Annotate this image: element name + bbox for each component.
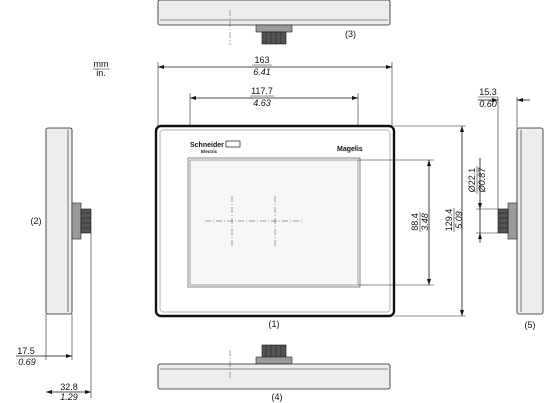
logo-main: Schneider — [190, 142, 224, 149]
front-view: Schneider Electric Magelis (1) — [154, 124, 396, 329]
label-left-view: (2) — [31, 216, 42, 226]
dim-dia-0-87: Ø0.87 — [477, 167, 487, 194]
dim-3-48: 3.48 — [420, 213, 430, 231]
right-side-view: (5) — [497, 127, 544, 330]
logo-sub: Electric — [201, 149, 218, 154]
right-connector-base — [507, 202, 518, 240]
dim-5-09: 5.09 — [454, 211, 464, 229]
dim-offset: 17.5 0.69 — [16, 314, 73, 367]
display-frame — [187, 157, 361, 288]
logo-box-icon — [225, 140, 241, 148]
top-view: (3) — [157, 0, 391, 45]
dim-17-5: 17.5 — [17, 346, 35, 356]
dim-dia-22-1: Ø22.1 — [467, 168, 477, 193]
top-view-body — [157, 0, 391, 26]
dim-15-3: 15.3 — [479, 87, 497, 97]
dim-163: 163 — [254, 55, 269, 65]
dim-connector-diameter: Ø22.1 Ø0.87 — [467, 158, 498, 243]
label-right-view: (5) — [525, 320, 536, 330]
label-front-view: (1) — [269, 319, 280, 329]
top-connector-base — [255, 24, 293, 33]
bottom-view-body — [157, 363, 391, 390]
top-connector-nut — [261, 31, 287, 45]
dim-depth: 15.3 0.60 — [478, 87, 530, 209]
center-marks — [205, 196, 302, 246]
dim-4-63: 4.63 — [253, 98, 271, 108]
dim-6-41: 6.41 — [253, 67, 271, 77]
label-bottom-view: (4) — [272, 392, 283, 402]
left-connector-nut — [80, 208, 92, 234]
dim-88-4: 88.4 — [410, 213, 420, 231]
dim-129-4: 129.4 — [444, 209, 454, 232]
bottom-connector-nut — [261, 344, 287, 358]
arrowheads — [66, 354, 72, 358]
display-area — [189, 159, 359, 286]
unit-inch: in. — [96, 68, 106, 78]
dim-0-69: 0.69 — [18, 357, 36, 367]
dim-117-7: 117.7 — [251, 86, 273, 96]
bottom-view: (4) — [157, 344, 391, 402]
dim-0-60: 0.60 — [479, 99, 497, 109]
front-bezel-inner — [159, 129, 391, 313]
unit-mm: mm — [94, 59, 109, 69]
dim-overall-width: 163 6.41 — [157, 55, 393, 126]
left-connector-base — [71, 202, 82, 240]
units-legend: mm in. — [93, 59, 110, 78]
bottom-connector-base — [255, 356, 293, 365]
label-top-view: (3) — [345, 29, 356, 39]
schneider-logo: Schneider Electric — [190, 140, 241, 154]
right-connector-nut — [497, 208, 509, 234]
dim-screen-height: 88.4 3.48 — [358, 159, 434, 286]
dim-32-8: 32.8 — [60, 382, 78, 392]
dim-1-29: 1.29 — [60, 392, 78, 402]
brand-model: Magelis — [337, 146, 363, 153]
left-side-view: (2) — [31, 127, 92, 315]
dim-overall-height: 129.4 5.09 — [394, 125, 466, 317]
dim-total-depth: 32.8 1.29 — [46, 233, 92, 402]
